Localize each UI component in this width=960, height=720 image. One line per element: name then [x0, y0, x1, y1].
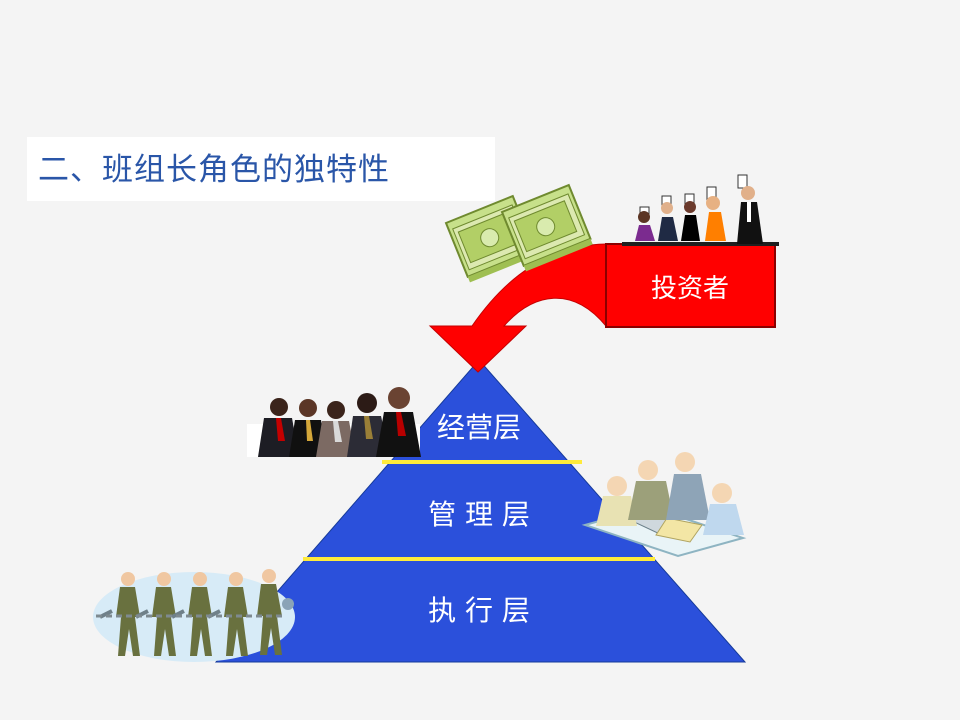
managers-meeting-icon	[581, 452, 747, 558]
layer-label-execution: 执 行 层	[428, 594, 530, 627]
investors-group-icon	[622, 174, 779, 246]
title-background	[27, 137, 495, 201]
workers-chain-icon	[93, 569, 295, 662]
investor-label: 投资者	[651, 274, 729, 304]
investment-arrow	[428, 243, 607, 373]
page-title: 二、班组长角色的独特性	[38, 152, 390, 188]
layer-label-management: 管 理 层	[428, 498, 530, 531]
money-stack-icon	[444, 183, 593, 283]
layer-label-business: 经营层	[437, 411, 521, 444]
executives-group-icon	[247, 387, 421, 457]
